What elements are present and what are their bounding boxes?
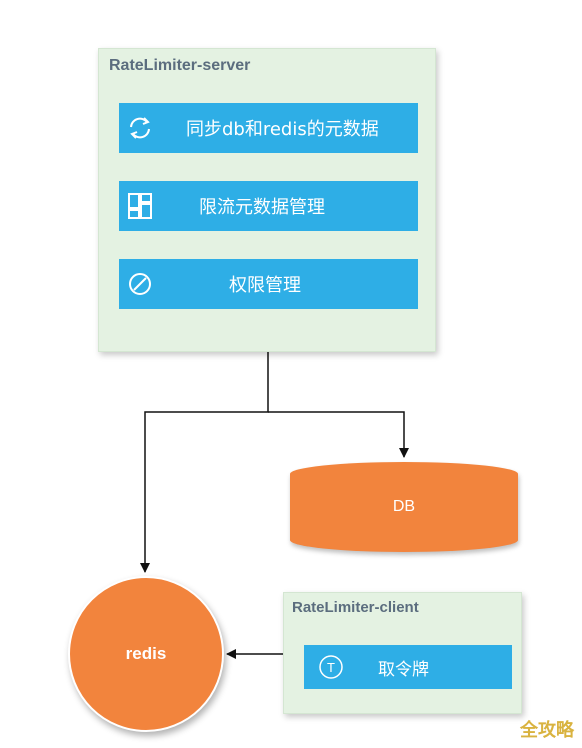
server-item-label: 权限管理 <box>229 275 301 296</box>
server-item-ratelimit-metadata[interactable]: 限流元数据管理 <box>119 181 418 231</box>
ratelimiter-client-panel: RateLimiter-client T 取令牌 <box>283 592 522 714</box>
ratelimiter-server-panel: RateLimiter-server 同步db和redis的元数据 限流元数据管… <box>98 48 436 352</box>
server-item-permission-management[interactable]: 权限管理 <box>119 259 418 309</box>
db-label: DB <box>392 498 416 515</box>
db-node: DB <box>290 462 518 552</box>
sync-icon <box>123 103 157 153</box>
client-item-get-token[interactable]: T 取令牌 <box>304 645 512 689</box>
client-item-label: 取令牌 <box>378 659 429 680</box>
redis-label: redis <box>125 644 167 663</box>
watermark: 全攻略 <box>520 720 574 741</box>
client-panel-title: RateLimiter-client <box>292 599 419 616</box>
redis-node: redis <box>68 576 224 732</box>
server-to-redis-connector <box>140 352 269 573</box>
grid-icon <box>123 181 157 231</box>
token-icon: T <box>316 645 346 689</box>
server-item-sync-metadata[interactable]: 同步db和redis的元数据 <box>119 103 418 153</box>
server-panel-title: RateLimiter-server <box>109 57 251 74</box>
server-to-db-connector <box>268 411 409 458</box>
prohibit-icon <box>123 259 157 309</box>
token-icon-letter: T <box>327 659 335 675</box>
server-item-label: 限流元数据管理 <box>199 197 325 218</box>
server-item-label: 同步db和redis的元数据 <box>186 119 379 140</box>
